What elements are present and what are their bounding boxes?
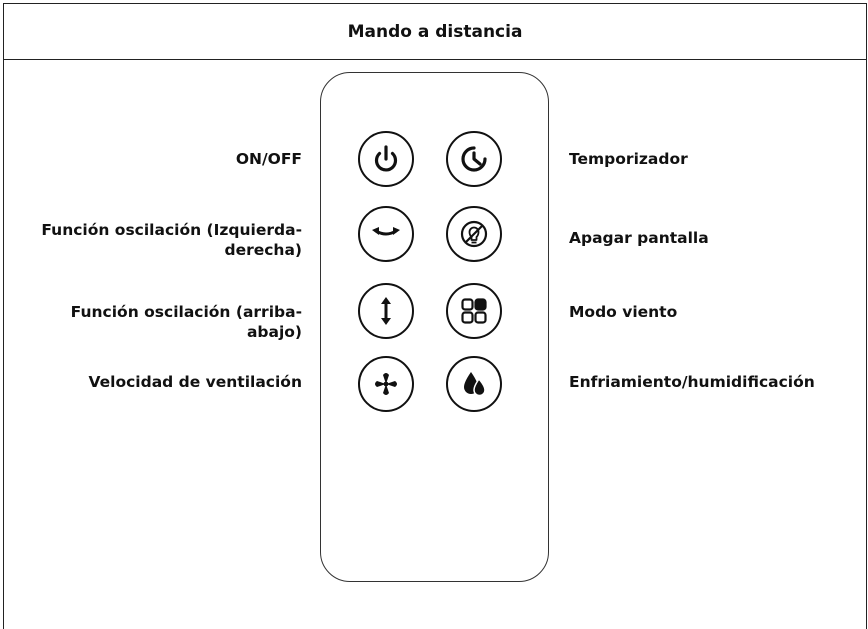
label-swing-lr-line2: derecha)	[224, 241, 302, 259]
swing-left-right-button[interactable]	[358, 206, 414, 262]
wind-mode-icon	[461, 298, 487, 324]
display-off-icon	[460, 220, 488, 248]
remote-diagram-frame: Mando a distancia	[3, 3, 867, 629]
label-timer: Temporizador	[569, 150, 688, 168]
timer-icon	[461, 146, 487, 172]
label-display-off: Apagar pantalla	[569, 229, 709, 247]
power-icon	[374, 145, 398, 172]
label-power: ON/OFF	[235, 150, 302, 168]
label-swing-ud-line1: Función oscilación (arriba-	[70, 303, 302, 321]
label-swing-ud-line2: abajo)	[246, 323, 302, 341]
fan-icon	[375, 373, 397, 395]
label-wind-mode: Modo viento	[569, 303, 678, 321]
diagram-title: Mando a distancia	[4, 4, 866, 60]
label-swing-lr-line1: Función oscilación (Izquierda-	[41, 221, 302, 239]
label-cooling: Enfriamiento/humidificación	[569, 373, 815, 391]
timer-button[interactable]	[446, 131, 502, 187]
water-drop-icon	[464, 372, 486, 397]
remote-control	[320, 72, 549, 582]
fan-speed-button[interactable]	[358, 356, 414, 412]
power-button[interactable]	[358, 131, 414, 187]
swing-up-down-icon	[381, 297, 391, 325]
cooling-button[interactable]	[446, 356, 502, 412]
swing-up-down-button[interactable]	[358, 283, 414, 339]
display-off-button[interactable]	[446, 206, 502, 262]
label-fan-speed: Velocidad de ventilación	[88, 373, 302, 391]
wind-mode-button[interactable]	[446, 283, 502, 339]
swing-left-right-icon	[372, 227, 400, 236]
